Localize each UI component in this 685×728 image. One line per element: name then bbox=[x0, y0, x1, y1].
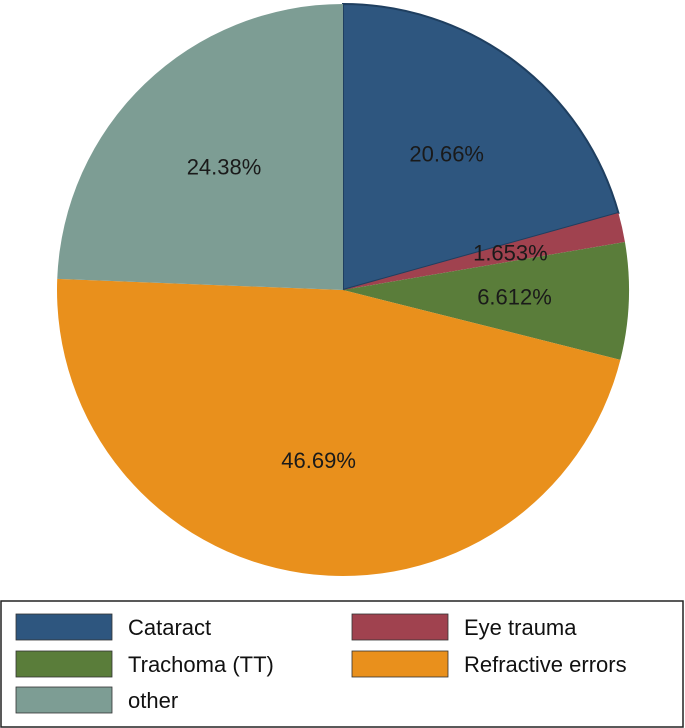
legend-label-refractive-errors: Refractive errors bbox=[464, 652, 627, 677]
legend-label-other: other bbox=[128, 688, 178, 713]
slice-value-label: 24.38% bbox=[187, 154, 262, 179]
pie-slice-other bbox=[57, 4, 343, 290]
legend-swatch-other bbox=[15, 686, 113, 714]
pie-slice-trachoma-tt bbox=[343, 241, 630, 360]
legend-swatch-trachoma-tt bbox=[15, 650, 113, 678]
legend-swatch-refractive-errors bbox=[351, 650, 449, 678]
slice-value-label: 46.69% bbox=[281, 448, 356, 473]
slice-value-label: 20.66% bbox=[409, 141, 484, 166]
legend-swatch-cataract bbox=[15, 613, 113, 641]
legend-label-cataract: Cataract bbox=[128, 615, 211, 640]
pie-slices bbox=[57, 2, 630, 576]
legend-label-trachoma-tt: Trachoma (TT) bbox=[128, 652, 274, 677]
pie-labels: 20.66% 1.653% 6.612% 46.69% 24.38% bbox=[187, 141, 552, 473]
slice-value-label: 6.612% bbox=[477, 285, 552, 310]
legend-swatch-eye-trauma bbox=[351, 613, 449, 641]
slice-value-label: 1.653% bbox=[473, 240, 548, 265]
legend-label-eye-trauma: Eye trauma bbox=[464, 615, 577, 640]
pie-slice-cataract bbox=[342, 2, 620, 292]
pie-slice-eye-trauma bbox=[343, 212, 625, 290]
legend-frame bbox=[0, 600, 684, 728]
pie-slice-refractive-errors bbox=[57, 278, 621, 576]
